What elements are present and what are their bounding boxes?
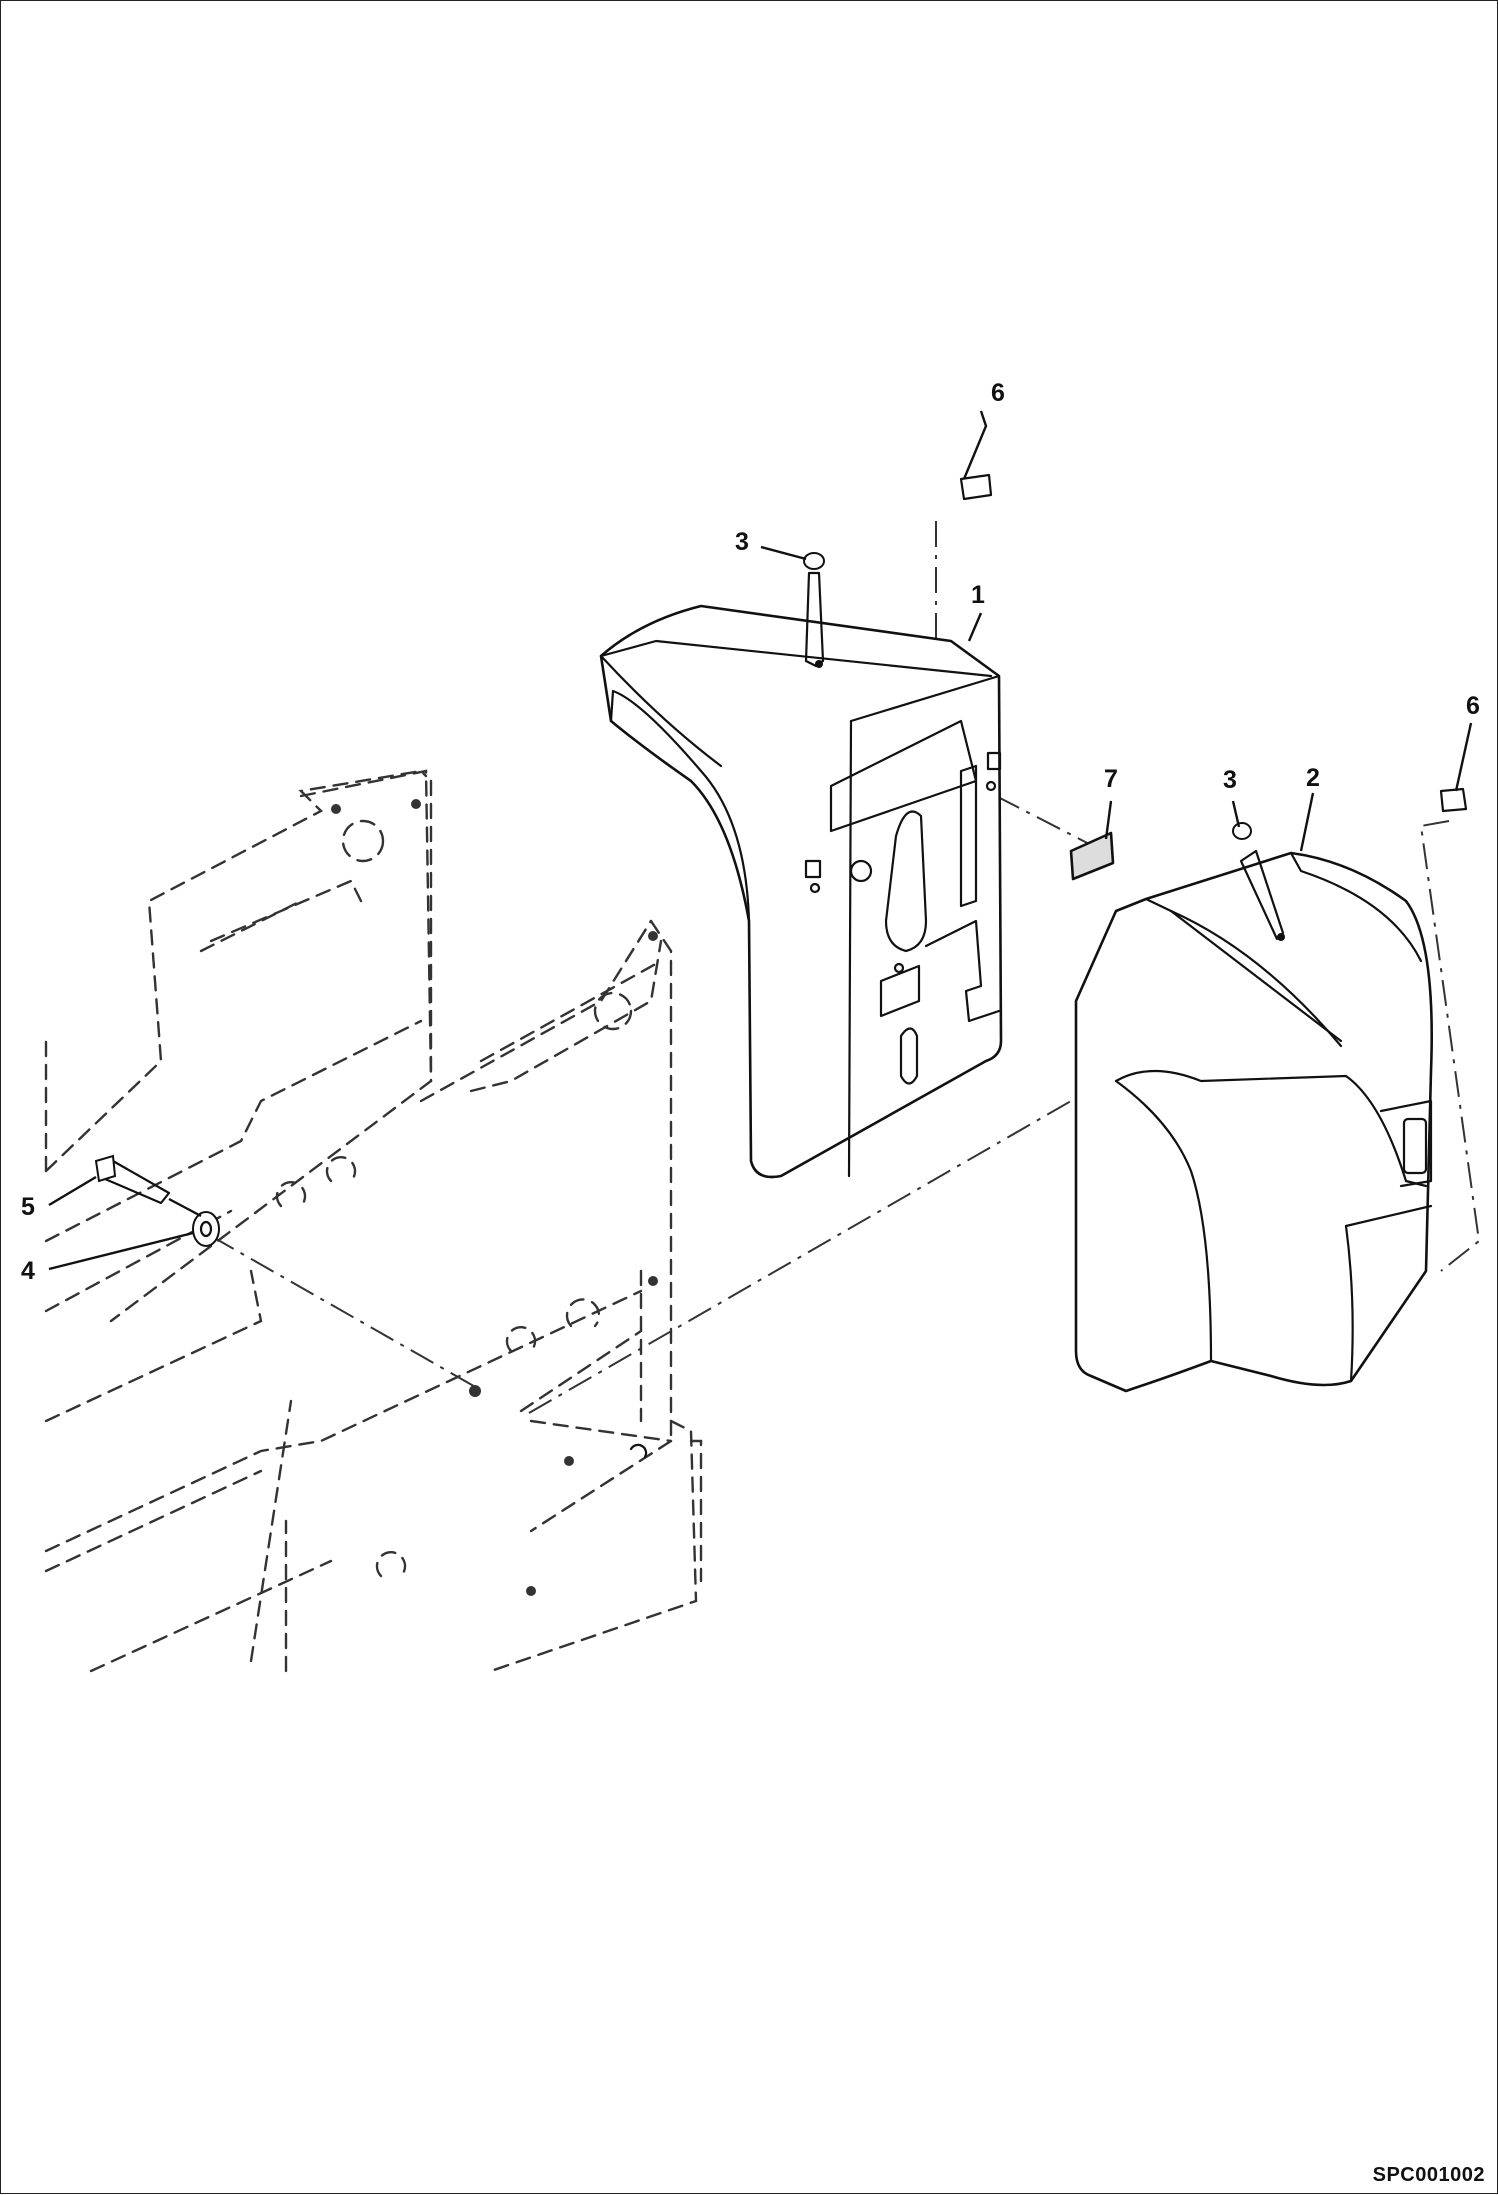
counterweight-part-1 <box>599 604 1003 1179</box>
callout-5: 5 <box>21 1193 35 1221</box>
fasteners-and-decals <box>94 473 1468 1247</box>
callout-1: 1 <box>971 581 985 609</box>
callout-7: 7 <box>1104 765 1118 793</box>
assembly-center-lines <box>210 521 1481 1414</box>
callout-3-right: 3 <box>1223 766 1237 794</box>
callout-numbers: 1 2 3 3 4 5 6 6 7 <box>21 379 1480 1285</box>
machine-frame-outline <box>44 769 703 1673</box>
drawing-number: SPC001002 <box>1372 2164 1485 2186</box>
counterweight-cover-part-2 <box>1074 851 1434 1393</box>
callout-4: 4 <box>21 1257 35 1285</box>
callout-6-right: 6 <box>1466 692 1480 720</box>
callout-leaders <box>48 410 1473 1271</box>
callout-3-left: 3 <box>735 528 749 556</box>
callout-6-top: 6 <box>991 379 1005 407</box>
callout-2: 2 <box>1306 764 1320 792</box>
